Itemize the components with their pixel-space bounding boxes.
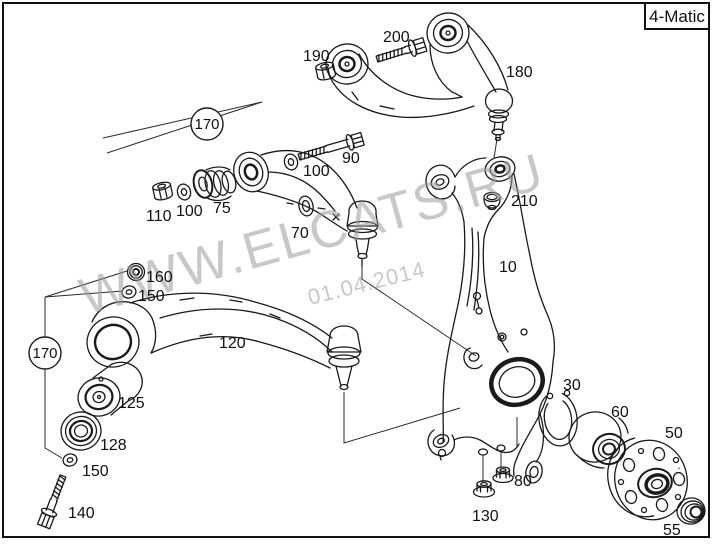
variant-label: 4-Matic	[649, 7, 705, 26]
label-80: 80	[514, 473, 532, 490]
nut-130	[472, 480, 496, 498]
label-130: 130	[472, 508, 499, 525]
nut-110	[152, 181, 174, 201]
label-70: 70	[291, 225, 309, 242]
label-150a: 150	[138, 288, 165, 305]
leader-lines	[44, 101, 518, 482]
variant-box	[644, 2, 710, 30]
bolt-200	[375, 37, 428, 63]
label-150b: 150	[82, 463, 109, 480]
part-labels: 190 200 180 100 90 110 100 75 70 210 10 …	[68, 29, 683, 539]
label-210: 210	[511, 193, 538, 210]
nut-190	[315, 61, 337, 81]
label-75: 75	[213, 200, 231, 217]
washer-100b	[283, 153, 299, 171]
bushing-125	[77, 361, 143, 417]
washer-150b	[62, 453, 78, 467]
nut-80	[492, 466, 514, 484]
upper-control-arm	[325, 12, 514, 142]
label-10: 10	[499, 259, 517, 276]
label-190: 190	[303, 48, 330, 65]
label-100b: 100	[303, 163, 330, 180]
label-110: 110	[146, 208, 172, 225]
label-30: 30	[563, 377, 581, 394]
label-55: 55	[663, 522, 681, 539]
washer-150a	[121, 285, 137, 299]
label-140: 140	[68, 505, 95, 522]
frame: 4-Matic	[2, 2, 710, 538]
nut-160	[126, 262, 146, 282]
steering-knuckle	[425, 156, 555, 484]
ring-128	[60, 411, 102, 451]
kit-callout-lower: 170	[28, 336, 62, 370]
label-200: 200	[383, 29, 410, 46]
bolt-90	[297, 131, 365, 161]
watermark-date: 01.04.2014	[305, 257, 428, 310]
label-125: 125	[118, 395, 145, 412]
lower-spring-control-arm	[86, 292, 362, 391]
kit-callout-lower-label: 170	[32, 345, 57, 362]
snap-ring-30	[538, 389, 578, 447]
bolt-140	[36, 474, 67, 530]
front-lower-strut-arm	[233, 149, 379, 267]
border	[2, 2, 710, 538]
label-128: 128	[100, 437, 127, 454]
label-120: 120	[219, 335, 246, 352]
washer-100a	[176, 183, 192, 201]
label-90: 90	[342, 150, 360, 167]
kit-callout-upper: 170	[190, 107, 224, 141]
label-160: 160	[146, 269, 173, 286]
bushing-75	[192, 166, 237, 202]
label-60: 60	[611, 404, 629, 421]
label-180: 180	[506, 64, 533, 81]
label-100a: 100	[176, 203, 203, 220]
wheel-hub-50	[607, 436, 688, 521]
cap-55	[676, 497, 706, 525]
kit-callout-upper-label: 170	[194, 116, 219, 133]
plug-210	[483, 191, 501, 211]
label-50: 50	[665, 425, 683, 442]
wheel-bearing-60	[568, 411, 629, 469]
